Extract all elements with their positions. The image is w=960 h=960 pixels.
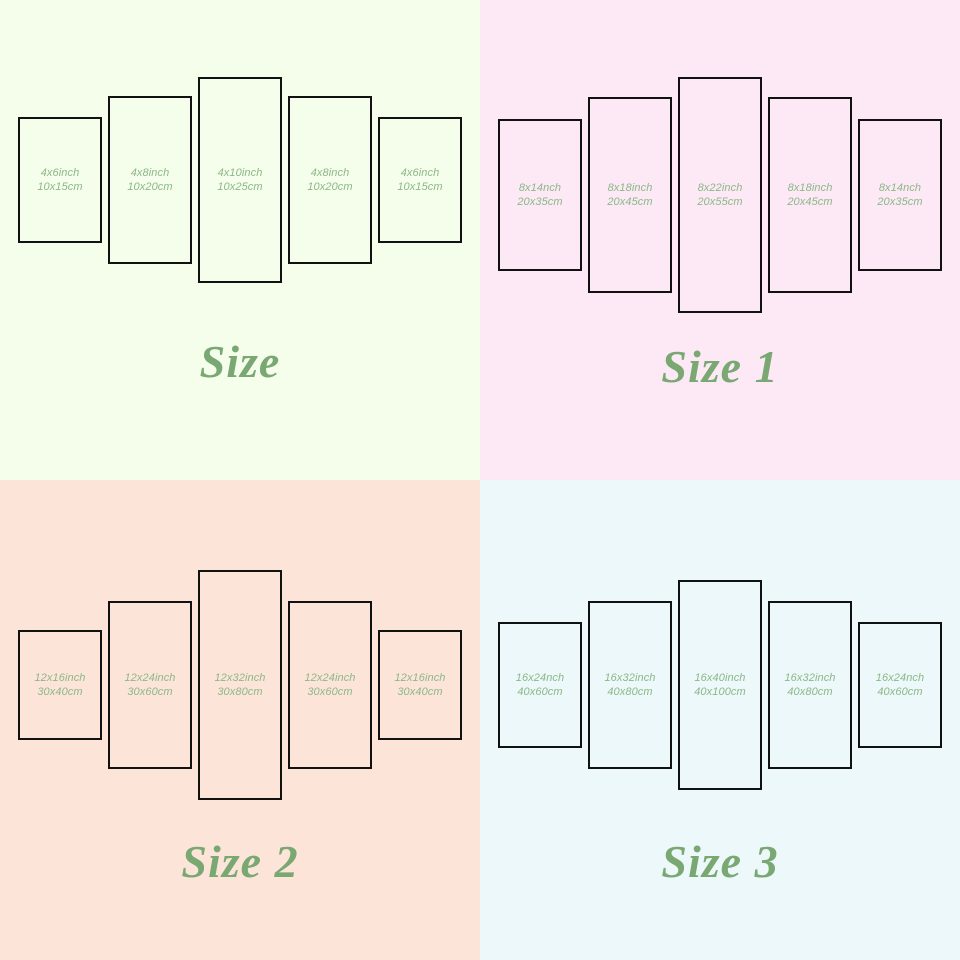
canvas-panel: 12x32inch 30x80cm (198, 570, 282, 800)
panel-size-inches: 12x24inch (304, 671, 356, 684)
panel-size-label: 12x16inch 30x40cm (394, 671, 445, 699)
panel-size-label: 12x16inch 30x40cm (34, 671, 85, 699)
canvas-panel: 8x14nch 20x35cm (498, 119, 582, 271)
panel-size-inches: 8x14nch (518, 181, 562, 194)
size-option-title: Size (199, 336, 281, 387)
panel-size-centimeters: 20x35cm (877, 196, 923, 208)
panel-size-inches: 4x10inch (217, 166, 263, 179)
canvas-panel: 4x6inch 10x15cm (378, 117, 462, 243)
size-option-title: Size 3 (661, 836, 779, 887)
panel-size-centimeters: 10x25cm (217, 181, 263, 193)
panel-size-inches: 4x8inch (130, 166, 170, 179)
panel-size-inches: 16x40inch (694, 671, 746, 684)
size-option-title: Size 2 (181, 836, 299, 887)
panel-size-label: 16x24nch 40x60cm (876, 671, 925, 699)
panel-size-label: 12x32inch 30x80cm (214, 671, 265, 699)
canvas-panel: 12x16inch 30x40cm (378, 630, 462, 740)
canvas-panel-group: 16x24nch 40x60cm 16x32inch 40x80cm 16x40inch… (480, 490, 960, 880)
canvas-panel: 16x32inch 40x80cm (588, 601, 672, 769)
canvas-panel: 16x40inch 40x100cm (678, 580, 762, 790)
panel-size-centimeters: 20x55cm (697, 196, 743, 208)
panel-size-label: 8x18inch 20x45cm (607, 181, 652, 209)
panel-size-centimeters: 30x40cm (397, 686, 443, 698)
panel-size-label: 8x14nch 20x35cm (877, 181, 922, 209)
size-option-title: Size 1 (661, 341, 779, 392)
panel-size-label: 12x24inch 30x60cm (304, 671, 355, 699)
canvas-panel: 8x18inch 20x45cm (768, 97, 852, 293)
canvas-panel: 4x8inch 10x20cm (108, 96, 192, 264)
canvas-panel: 8x14nch 20x35cm (858, 119, 942, 271)
panel-size-inches: 4x8inch (310, 166, 350, 179)
canvas-panel: 4x8inch 10x20cm (288, 96, 372, 264)
panel-size-inches: 4x6inch (40, 166, 80, 179)
canvas-panel: 12x24inch 30x60cm (288, 601, 372, 769)
panel-size-centimeters: 10x20cm (127, 181, 173, 193)
panel-size-inches: 8x22inch (697, 181, 743, 194)
panel-size-centimeters: 30x80cm (217, 686, 263, 698)
panel-size-inches: 8x18inch (787, 181, 833, 194)
canvas-panel: 8x18inch 20x45cm (588, 97, 672, 293)
panel-size-inches: 12x32inch (214, 671, 266, 684)
canvas-panel-group: 4x6inch 10x15cm 4x8inch 10x20cm 4x10inch 10x2… (0, 0, 480, 370)
panel-size-centimeters: 30x60cm (127, 686, 173, 698)
panel-size-centimeters: 40x80cm (607, 686, 653, 698)
panel-size-centimeters: 20x45cm (787, 196, 833, 208)
panel-size-inches: 16x32inch (784, 671, 836, 684)
panel-size-inches: 8x14nch (878, 181, 922, 194)
size-option-size-2[interactable]: 12x16inch 30x40cm 12x24inch 30x60cm 12x32inc… (0, 480, 480, 960)
panel-size-label: 16x24nch 40x60cm (516, 671, 565, 699)
panel-size-label: 8x22inch 20x55cm (697, 181, 742, 209)
canvas-panel: 8x22inch 20x55cm (678, 77, 762, 313)
panel-size-label: 4x10inch 10x25cm (217, 166, 262, 194)
panel-size-centimeters: 20x35cm (517, 196, 563, 208)
panel-size-label: 4x8inch 10x20cm (127, 166, 172, 194)
panel-size-centimeters: 10x15cm (397, 181, 443, 193)
panel-size-inches: 12x16inch (34, 671, 86, 684)
panel-size-inches: 4x6inch (400, 166, 440, 179)
size-option-size[interactable]: 4x6inch 10x15cm 4x8inch 10x20cm 4x10inch 10x2… (0, 0, 480, 480)
canvas-panel-group: 8x14nch 20x35cm 8x18inch 20x45cm 8x22inch 20x… (480, 0, 960, 390)
canvas-panel: 12x24inch 30x60cm (108, 601, 192, 769)
panel-size-label: 8x14nch 20x35cm (517, 181, 562, 209)
panel-size-label: 4x6inch 10x15cm (397, 166, 442, 194)
canvas-panel: 12x16inch 30x40cm (18, 630, 102, 740)
panel-size-inches: 12x16inch (394, 671, 446, 684)
panel-size-inches: 16x24nch (515, 671, 565, 684)
canvas-panel: 16x24nch 40x60cm (498, 622, 582, 748)
panel-size-centimeters: 30x60cm (307, 686, 353, 698)
panel-size-centimeters: 40x80cm (787, 686, 833, 698)
size-option-size-1[interactable]: 8x14nch 20x35cm 8x18inch 20x45cm 8x22inch 20x… (480, 0, 960, 480)
panel-size-centimeters: 40x100cm (694, 686, 746, 698)
panel-size-inches: 12x24inch (124, 671, 176, 684)
canvas-panel-group: 12x16inch 30x40cm 12x24inch 30x60cm 12x32inc… (0, 490, 480, 880)
canvas-panel: 4x10inch 10x25cm (198, 77, 282, 283)
canvas-panel: 4x6inch 10x15cm (18, 117, 102, 243)
panel-size-label: 4x6inch 10x15cm (37, 166, 82, 194)
panel-size-label: 12x24inch 30x60cm (124, 671, 175, 699)
panel-size-label: 8x18inch 20x45cm (787, 181, 832, 209)
panel-size-centimeters: 10x20cm (307, 181, 353, 193)
panel-size-label: 16x32inch 40x80cm (784, 671, 835, 699)
panel-size-centimeters: 40x60cm (517, 686, 563, 698)
panel-size-inches: 8x18inch (607, 181, 653, 194)
panel-size-label: 16x40inch 40x100cm (694, 671, 746, 699)
panel-size-inches: 16x24nch (875, 671, 925, 684)
panel-size-inches: 16x32inch (604, 671, 656, 684)
size-option-size-3[interactable]: 16x24nch 40x60cm 16x32inch 40x80cm 16x40inch… (480, 480, 960, 960)
panel-size-label: 16x32inch 40x80cm (604, 671, 655, 699)
canvas-panel: 16x24nch 40x60cm (858, 622, 942, 748)
panel-size-centimeters: 10x15cm (37, 181, 83, 193)
panel-size-centimeters: 20x45cm (607, 196, 653, 208)
panel-size-centimeters: 30x40cm (37, 686, 83, 698)
panel-size-label: 4x8inch 10x20cm (307, 166, 352, 194)
canvas-panel: 16x32inch 40x80cm (768, 601, 852, 769)
panel-size-centimeters: 40x60cm (877, 686, 923, 698)
